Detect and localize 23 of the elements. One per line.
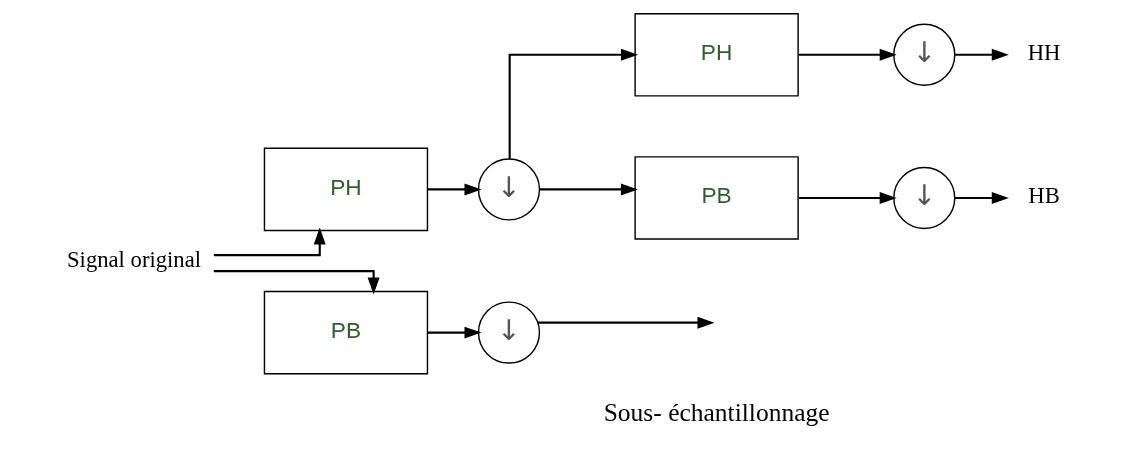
arrow [955, 48, 1009, 61]
arrow [427, 183, 482, 196]
node-circle: ↓ [477, 301, 541, 364]
arrow [537, 316, 715, 329]
arrow [798, 48, 897, 61]
node-box: PB [634, 156, 799, 240]
arrow [427, 326, 482, 339]
node-circle: ↓ [477, 158, 541, 221]
arrow [955, 191, 1009, 204]
node-text: Signal original [67, 247, 202, 273]
node-box: PH [634, 12, 799, 97]
node-circle: ↓ [893, 23, 956, 86]
arrow [508, 48, 639, 159]
node-box: PB [263, 290, 429, 375]
node-text: HB [1028, 183, 1060, 209]
node-circle: ↓ [893, 166, 956, 230]
arrow [213, 227, 326, 257]
label: Sous- échantillonnage [603, 398, 830, 428]
arrow [539, 183, 638, 196]
node-box: PH [263, 147, 429, 232]
arrow [213, 270, 380, 295]
arrow [798, 191, 897, 204]
node-text: HH [1027, 40, 1061, 66]
